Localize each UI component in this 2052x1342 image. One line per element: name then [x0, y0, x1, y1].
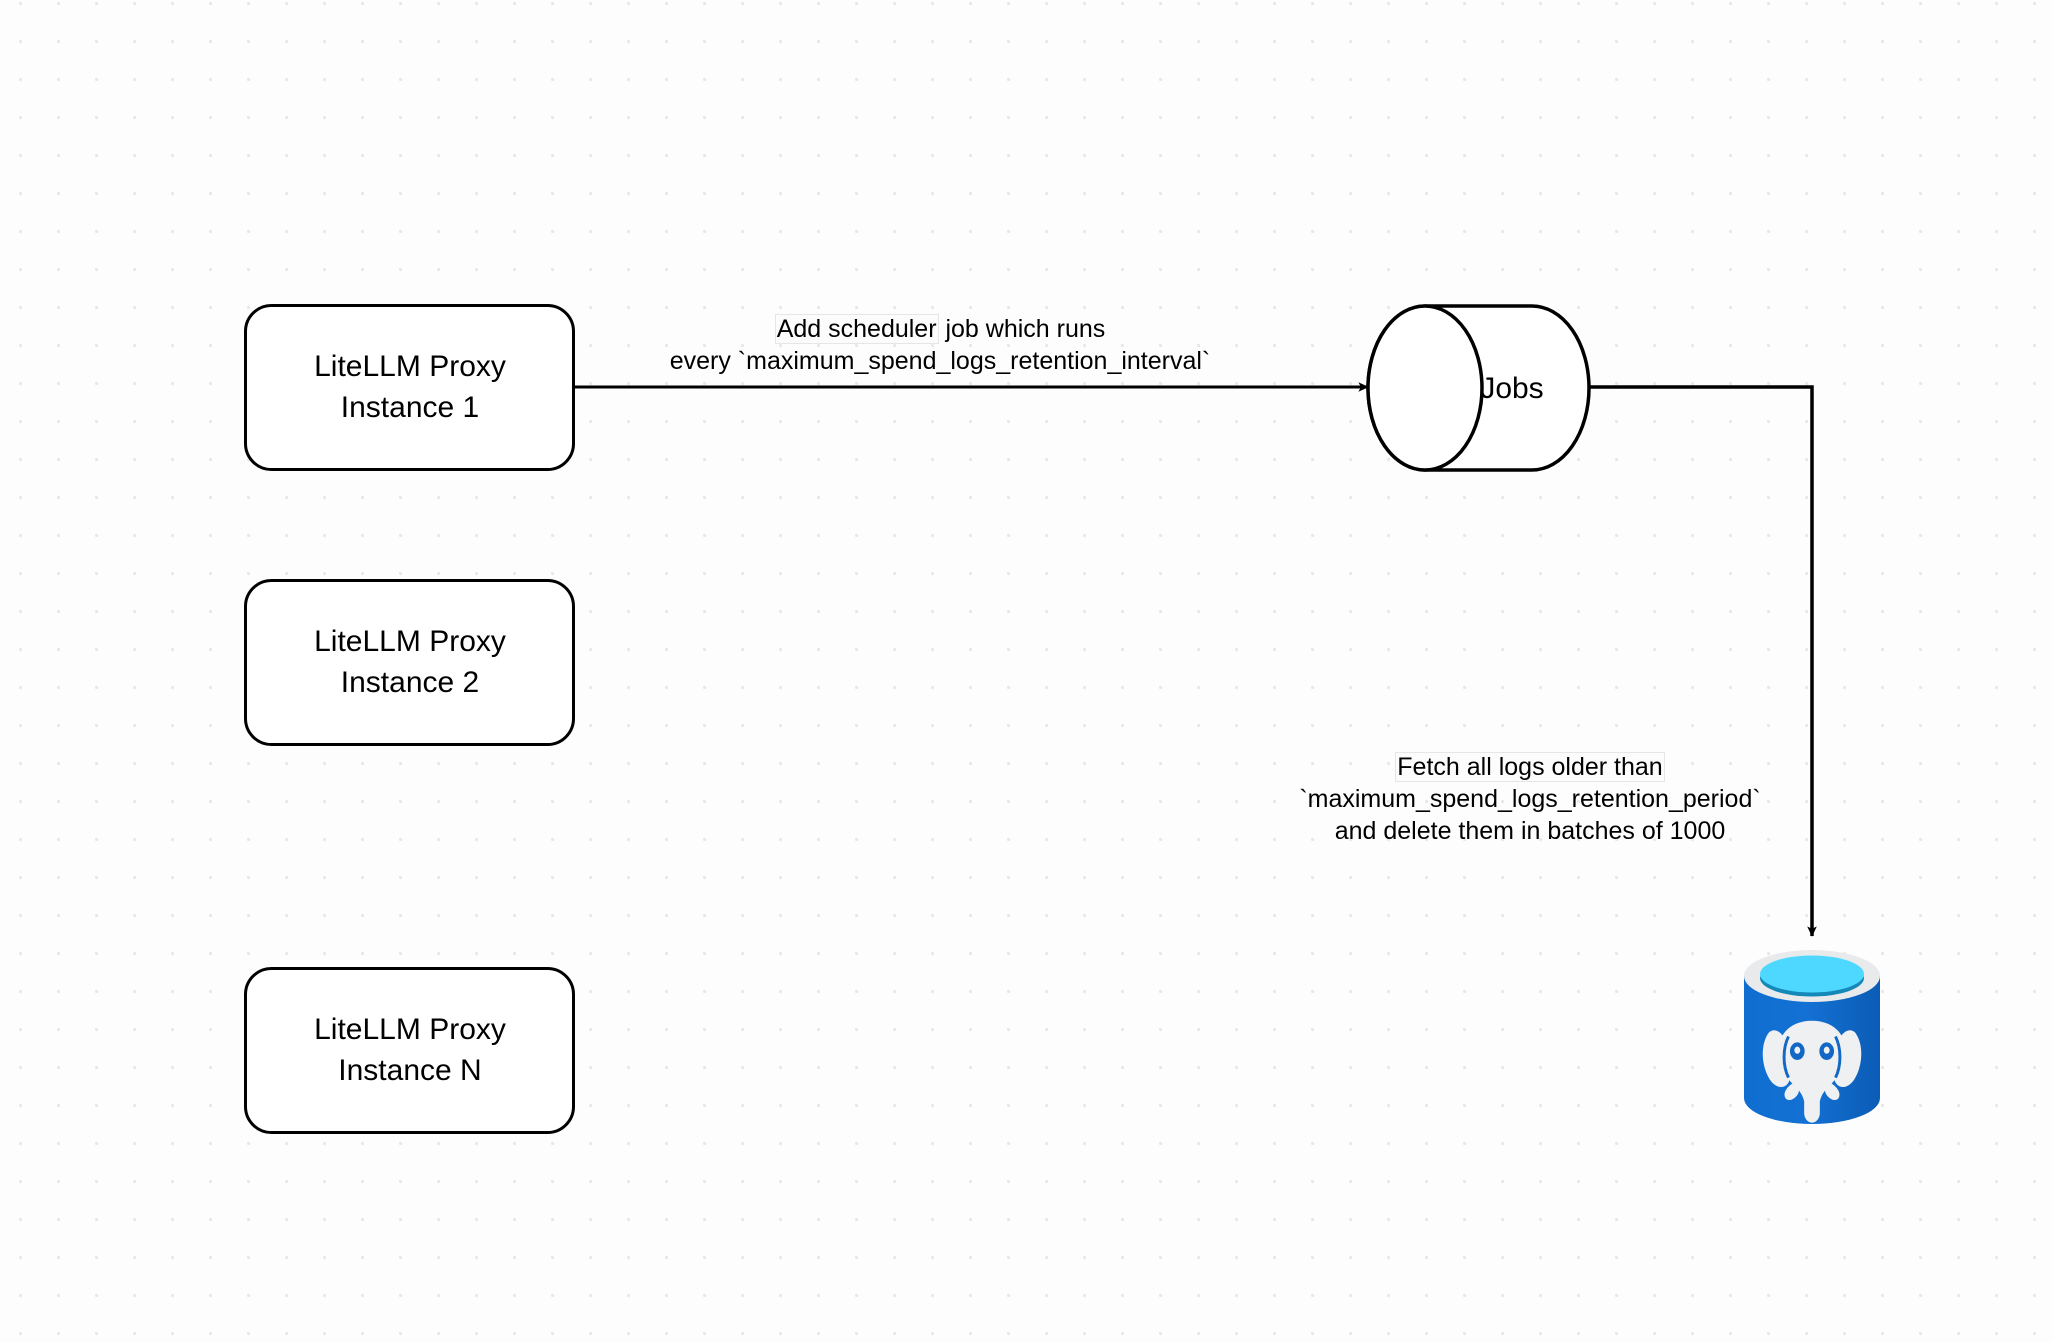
edge-scheduler-label-line1: Add scheduler job which runs	[774, 314, 1106, 344]
edge-fetch-delete-label-line1: Fetch all logs older than	[1395, 752, 1665, 782]
node-jobs-cylinder[interactable]	[1366, 304, 1591, 472]
postgresql-elephant-icon	[1762, 1020, 1862, 1123]
node-proxy-instance-1[interactable]	[244, 304, 575, 471]
edge-scheduler-label-line2: every `maximum_spend_logs_retention_inte…	[669, 347, 1211, 375]
edge-fetch-delete-label: Fetch all logs older than `maximum_spend…	[1240, 751, 1820, 847]
node-proxy-instance-2[interactable]	[244, 579, 575, 746]
edge-fetch-delete-line	[1590, 385, 1817, 937]
edge-fetch-delete-label-line2: `maximum_spend_logs_retention_period`	[1299, 785, 1761, 813]
edge-fetch-delete-label-line3: and delete them in batches of 1000	[1334, 817, 1726, 845]
node-proxy-instance-n[interactable]	[244, 967, 575, 1134]
postgresql-database-icon[interactable]	[1742, 948, 1882, 1128]
edge-scheduler-label: Add scheduler job which runs every `maxi…	[590, 313, 1290, 377]
